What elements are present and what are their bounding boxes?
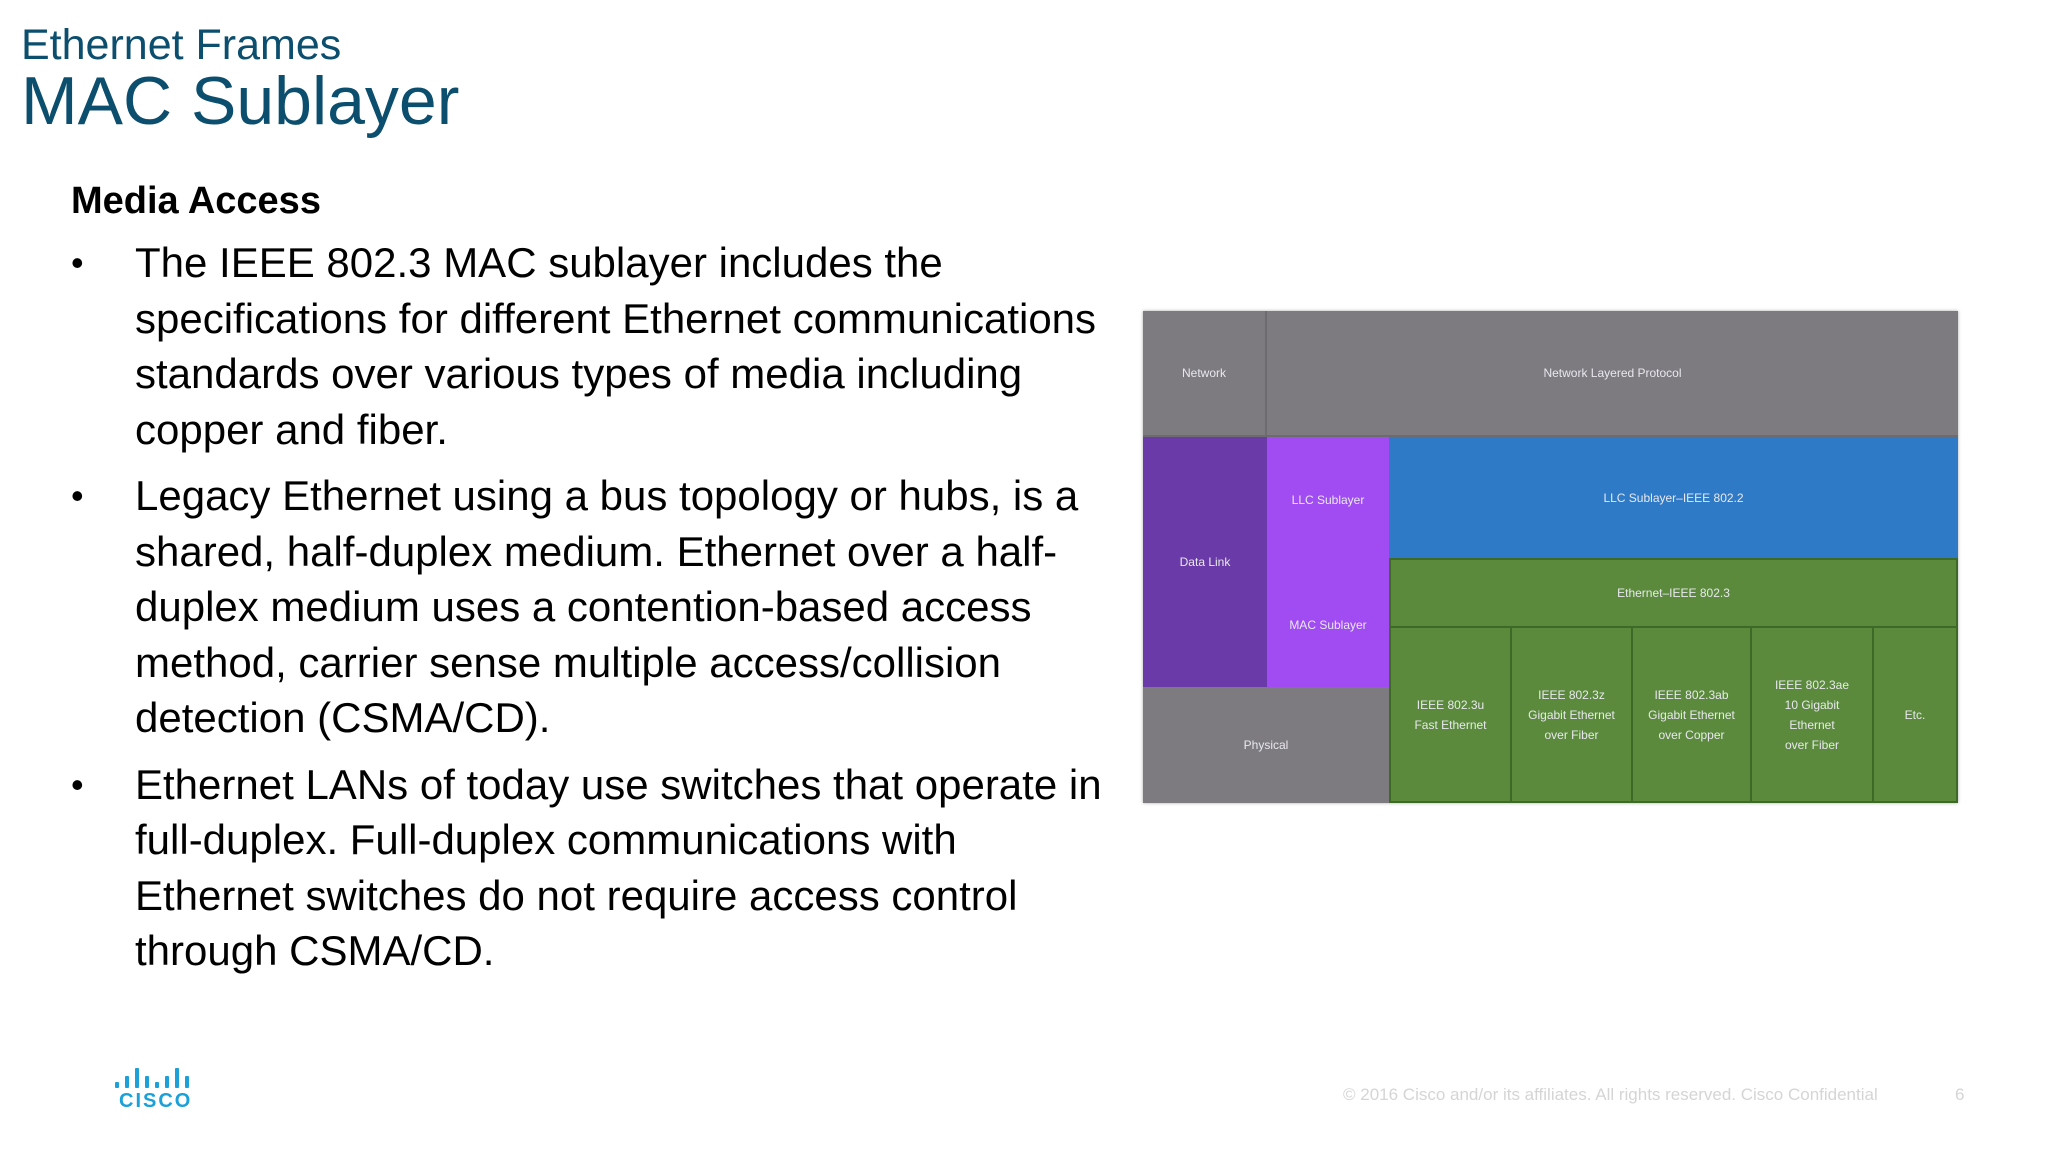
mac-sublayer-cell: MAC Sublayer [1267, 562, 1389, 687]
standard-line: IEEE 802.3ab [1654, 687, 1729, 702]
osi-ethernet-diagram: Network Network Layered Protocol Data Li… [1143, 311, 1958, 803]
bullet-item: • The IEEE 802.3 MAC sublayer includes t… [71, 235, 1111, 457]
network-protocol-label: Network Layered Protocol [1543, 366, 1682, 380]
ethernet-standard-cell: Ethernet–IEEE 802.3 [1389, 558, 1958, 628]
bullet-dot: • [71, 475, 84, 516]
slide-title: MAC Sublayer [21, 63, 460, 139]
bullet-list: • The IEEE 802.3 MAC sublayer includes t… [71, 235, 1111, 990]
standard-cell: IEEE 802.3z Gigabit Ethernet over Fiber [1510, 626, 1633, 803]
network-layer-label: Network [1181, 366, 1226, 380]
standard-line: IEEE 802.3ae [1774, 677, 1850, 692]
standard-line: over Fiber [1784, 737, 1840, 752]
standard-line: Gigabit Ethernet [1648, 707, 1735, 722]
data-link-label: Data Link [1179, 555, 1231, 569]
standard-line: IEEE 802.3u [1416, 697, 1485, 712]
standard-line: Fast Ethernet [1414, 717, 1487, 732]
cisco-logo-text: CISCO [119, 1090, 193, 1112]
llc-sublayer-cell: LLC Sublayer [1267, 437, 1389, 562]
cisco-logo-bars-icon [113, 1066, 195, 1088]
network-protocol-cell: Network Layered Protocol [1267, 311, 1958, 435]
bullet-text: Legacy Ethernet using a bus topology or … [135, 472, 1079, 741]
standard-cell: IEEE 802.3ab Gigabit Ethernet over Coppe… [1631, 626, 1752, 803]
ethernet-standard-label: Ethernet–IEEE 802.3 [1617, 586, 1730, 600]
physical-layer-label: Physical [1243, 738, 1289, 752]
data-link-cell: Data Link [1143, 437, 1267, 687]
page-number: 6 [1955, 1085, 1965, 1104]
section-heading: Media Access [71, 180, 321, 222]
standard-cell: IEEE 802.3ae 10 Gigabit Ethernet over Fi… [1750, 626, 1874, 803]
bullet-dot: • [71, 763, 84, 805]
physical-layer-cell: Physical [1143, 687, 1389, 803]
standard-line: Ethernet [1789, 717, 1835, 732]
llc-sublayer-label: LLC Sublayer [1291, 492, 1365, 507]
bullet-text: The IEEE 802.3 MAC sublayer includes the… [135, 239, 1097, 453]
standard-cell: IEEE 802.3u Fast Ethernet [1389, 626, 1512, 803]
bullet-item: • Ethernet LANs of today use switches th… [71, 757, 1111, 979]
mac-sublayer-label: MAC Sublayer [1289, 617, 1367, 632]
bullet-text: Ethernet LANs of today use switches that… [135, 760, 1102, 975]
row-divider [1143, 435, 1958, 437]
standard-line: over Fiber [1544, 727, 1599, 742]
standard-line: Gigabit Ethernet [1528, 707, 1615, 722]
slide-subtitle: Ethernet Frames [21, 21, 342, 69]
bullet-dot: • [71, 242, 84, 283]
bullet-item: • Legacy Ethernet using a bus topology o… [71, 468, 1111, 746]
network-layer-cell: Network [1143, 311, 1267, 435]
standard-line: over Copper [1658, 727, 1725, 742]
standard-line: 10 Gigabit [1784, 697, 1840, 712]
standard-cell: Etc. [1872, 626, 1958, 803]
standard-line: IEEE 802.3z [1538, 687, 1605, 702]
cisco-logo: CISCO [113, 1066, 195, 1116]
llc-standard-cell: LLC Sublayer–IEEE 802.2 [1389, 437, 1958, 558]
llc-standard-label: LLC Sublayer–IEEE 802.2 [1603, 490, 1744, 505]
standard-line: Etc. [1904, 707, 1926, 722]
copyright-notice: © 2016 Cisco and/or its affiliates. All … [1343, 1085, 1878, 1104]
